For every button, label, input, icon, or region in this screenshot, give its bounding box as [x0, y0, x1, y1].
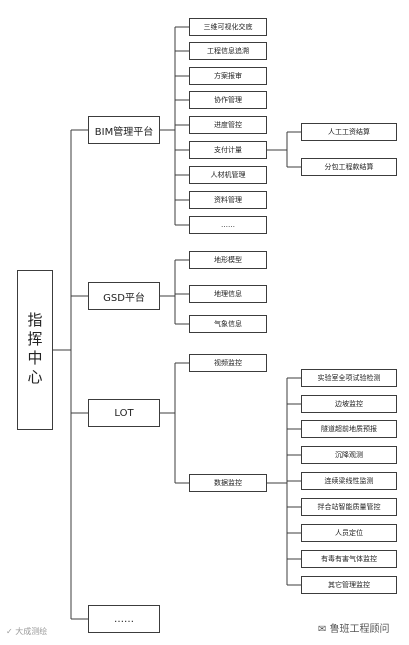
module-node-1-0: 地形模型 [189, 251, 267, 269]
item-node-2-1-0-label: 实验室全项试验检测 [317, 374, 381, 382]
platform-node-3-label: …… [114, 613, 134, 625]
platform-node-2-label: LOT [114, 407, 134, 419]
platform-node-3: …… [88, 605, 160, 633]
root-node: 指挥中心 [17, 270, 53, 430]
item-node-2-1-4: 连续梁线性监测 [301, 472, 397, 490]
item-node-2-1-8-label: 其它管理监控 [328, 581, 370, 589]
item-node-2-1-6-label: 人员定位 [335, 529, 363, 537]
module-node-0-4-label: 进度管控 [214, 121, 242, 129]
item-node-2-1-5-label: 拌合站智能质量管控 [317, 503, 381, 511]
module-node-0-3: 协作管理 [189, 91, 267, 109]
module-node-1-1: 地理信息 [189, 285, 267, 303]
item-node-0-5-0: 人工工资结算 [301, 123, 397, 141]
root-node-label: 指挥中心 [25, 312, 44, 388]
platform-node-2: LOT [88, 399, 160, 427]
module-node-0-5-label: 支付计量 [214, 146, 242, 154]
module-node-0-2-label: 方案报审 [214, 72, 242, 80]
watermark-right-text: 鲁班工程顾问 [329, 624, 390, 635]
module-node-1-2: 气象信息 [189, 315, 267, 333]
module-node-0-1: 工程信息追溯 [189, 42, 267, 60]
wechat-icon: ✉ [318, 624, 330, 635]
watermark-left-icon: ✓ [6, 627, 16, 636]
module-node-0-7-label: 资料管理 [214, 196, 242, 204]
module-node-0-6: 人材机管理 [189, 166, 267, 184]
platform-node-1: GSD平台 [88, 282, 160, 310]
module-node-0-0: 三维可视化交底 [189, 18, 267, 36]
item-node-2-1-2: 隧道超前地质预报 [301, 420, 397, 438]
platform-node-0-label: BIM管理平台 [94, 126, 154, 138]
module-node-0-4: 进度管控 [189, 116, 267, 134]
item-node-2-1-2-label: 隧道超前地质预报 [321, 425, 377, 433]
module-node-0-8-label: …… [221, 221, 235, 229]
item-node-2-1-1-label: 边坡监控 [335, 400, 363, 408]
connector-lines [53, 26, 301, 620]
item-node-2-1-7: 有毒有害气体监控 [301, 550, 397, 568]
platform-node-0: BIM管理平台 [88, 116, 160, 144]
module-node-2-0: 视频监控 [189, 354, 267, 372]
watermark-right: ✉ 鲁班工程顾问 [318, 620, 390, 635]
item-node-2-1-0: 实验室全项试验检测 [301, 369, 397, 387]
item-node-2-1-1: 边坡监控 [301, 395, 397, 413]
item-node-0-5-1-label: 分包工程款结算 [324, 163, 374, 171]
item-node-2-1-5: 拌合站智能质量管控 [301, 498, 397, 516]
watermark-left: ✓ 大成测绘 [6, 626, 47, 637]
item-node-2-1-8: 其它管理监控 [301, 576, 397, 594]
module-node-0-6-label: 人材机管理 [210, 171, 246, 179]
item-node-2-1-4-label: 连续梁线性监测 [324, 477, 374, 485]
item-node-0-5-1: 分包工程款结算 [301, 158, 397, 176]
item-node-0-5-0-label: 人工工资结算 [328, 128, 370, 136]
module-node-1-1-label: 地理信息 [214, 290, 242, 298]
module-node-0-5: 支付计量 [189, 141, 267, 159]
module-node-0-7: 资料管理 [189, 191, 267, 209]
platform-node-1-label: GSD平台 [103, 292, 145, 304]
module-node-0-0-label: 三维可视化交底 [203, 23, 253, 31]
item-node-2-1-3: 沉降观测 [301, 446, 397, 464]
watermark-left-text: 大成测绘 [15, 627, 48, 636]
module-node-2-1: 数据监控 [189, 474, 267, 492]
module-node-1-2-label: 气象信息 [214, 320, 242, 328]
item-node-2-1-7-label: 有毒有害气体监控 [321, 555, 377, 563]
item-node-2-1-3-label: 沉降观测 [335, 451, 363, 459]
item-node-2-1-6: 人员定位 [301, 524, 397, 542]
module-node-0-8: …… [189, 216, 267, 234]
module-node-0-1-label: 工程信息追溯 [207, 47, 249, 55]
module-node-2-1-label: 数据监控 [214, 479, 242, 487]
module-node-2-0-label: 视频监控 [214, 359, 242, 367]
module-node-0-2: 方案报审 [189, 67, 267, 85]
module-node-0-3-label: 协作管理 [214, 96, 242, 104]
module-node-1-0-label: 地形模型 [214, 256, 242, 264]
